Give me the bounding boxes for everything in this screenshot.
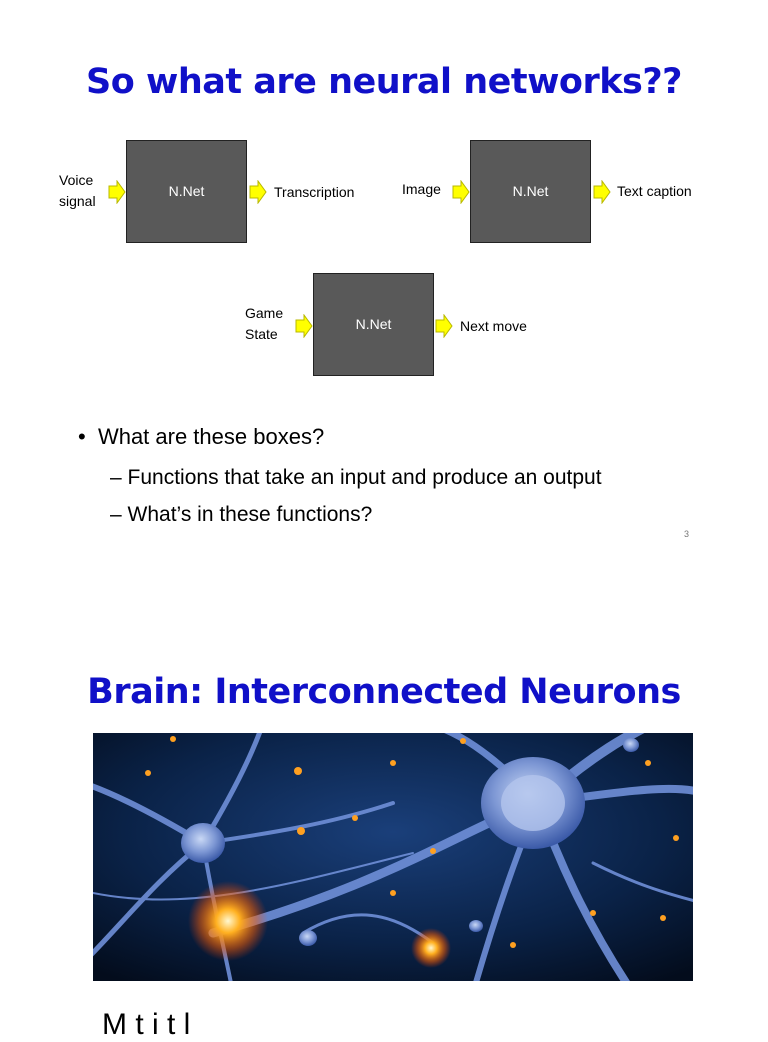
cut-off-bullet-text: M t i t l [102,1008,191,1041]
slide-title: So what are neural networks?? [86,62,682,102]
diagram-output-label: Transcription [274,184,355,200]
diagram-input-label: Voice signal [59,172,96,209]
page-number: 3 [684,529,690,539]
output-arrow-icon [435,314,453,338]
bullet-subitem: – What’s in these functions? [110,503,373,526]
bullet-item: • What are these boxes? [78,424,325,449]
diagram-input-label: Image [402,181,441,197]
input-arrow-icon [295,314,313,338]
diagram-output-label: Text caption [617,183,692,199]
nnet-box: N.Net [126,140,247,243]
diagram-input-label: Game State [245,305,284,342]
input-arrow-icon [108,180,126,204]
nnet-box: N.Net [313,273,434,376]
output-arrow-icon [593,180,611,204]
neuron-image [93,733,693,981]
output-arrow-icon [249,180,267,204]
slide-title: Brain: Interconnected Neurons [87,672,681,712]
diagram-output-label: Next move [460,318,527,334]
bullet-subitem: – Functions that take an input and produ… [110,466,602,489]
nnet-box: N.Net [470,140,591,243]
input-arrow-icon [452,180,470,204]
